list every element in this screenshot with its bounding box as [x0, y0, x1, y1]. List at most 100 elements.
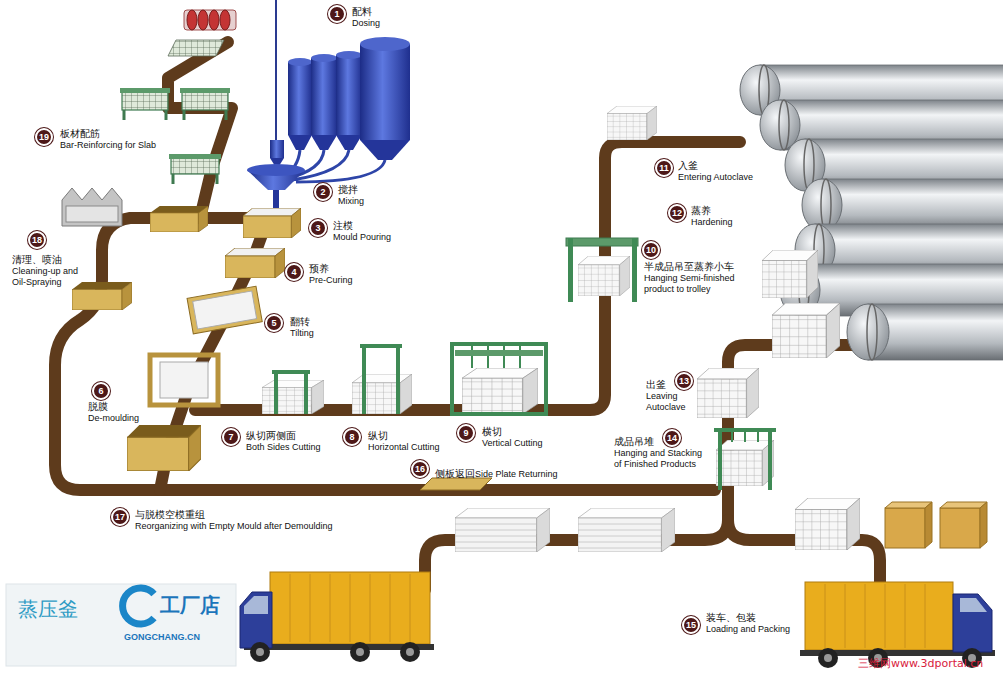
process-step: 3注模Mould Pouring [307, 217, 393, 245]
truck-part [818, 648, 838, 668]
packed-box-part [980, 502, 987, 548]
truck-part [256, 648, 264, 656]
truck-part [244, 596, 268, 614]
step-caption: 搅拌Mixing [338, 184, 364, 207]
step-name-en: Both Sides Cutting [246, 442, 321, 453]
callout-number: 2 [314, 183, 332, 201]
block-stack-part [714, 430, 776, 490]
rebar-coil-machine-part [198, 10, 208, 30]
block-stack-part [578, 508, 675, 552]
silo-group-part [311, 54, 337, 62]
silo-group [247, 0, 410, 208]
callout-number: 12 [668, 204, 686, 222]
mould [72, 206, 492, 490]
logo-text: 工厂店 [160, 594, 220, 617]
truck-part [250, 642, 270, 662]
mould-part [150, 355, 218, 405]
truck-part [356, 648, 364, 656]
autoclave-part [822, 179, 1003, 231]
truck-part [270, 572, 430, 644]
step-name-zh: 入釜 [678, 160, 753, 172]
step-name-en: Bar-Reinforcing for Slab [60, 140, 156, 151]
callout-number: 6 [92, 382, 110, 400]
step-caption: 纵切两侧面Both Sides Cutting [246, 430, 321, 453]
callout-number: 14 [663, 429, 681, 447]
silo-group-part [336, 55, 362, 135]
rebar-table-part [173, 174, 217, 184]
rebar-coil-machine-part [187, 10, 197, 30]
step-caption: 侧板返回Side Plate Returning [435, 463, 558, 481]
rebar-coil-machine-part [220, 10, 230, 30]
step-caption: 与脱模空模重组Reorganizing with Empty Mould aft… [135, 509, 333, 532]
watermark-url: 三维网www.3dportal.cn [858, 658, 983, 671]
gantry-crane-part [568, 238, 573, 302]
mould-part [160, 362, 208, 398]
packed-box-part [925, 502, 932, 548]
mould-part [127, 425, 201, 471]
callout-number: 5 [265, 314, 283, 332]
autoclave-part [867, 304, 877, 360]
cutting-machine-part [352, 374, 412, 414]
step-name-zh: 清理、喷油 [12, 254, 90, 266]
step-name-en: Hardening [691, 217, 733, 228]
silo-group-part [360, 37, 410, 51]
mould-part [225, 248, 285, 278]
silo-group-part [311, 135, 337, 150]
rebar-table-part [122, 92, 168, 110]
truck-part [805, 582, 953, 650]
step-caption: 入釜Entering Autoclave [678, 160, 753, 183]
step-caption: 半成品吊至蒸养小车Hanging Semi-finished product t… [644, 261, 756, 295]
watermark-panel-part [123, 588, 154, 624]
block-stack-part [716, 440, 774, 486]
silo-group-part [270, 140, 284, 158]
callout-number: 16 [411, 460, 429, 478]
callout-number: 13 [675, 372, 693, 390]
step-name-en: Vertical Cutting [482, 438, 543, 449]
process-step: 11 入釜Entering Autoclave [653, 157, 755, 185]
watermark-text: 蒸压釜 [18, 598, 78, 621]
callout-number: 1 [328, 5, 346, 23]
callout-number: 19 [35, 128, 53, 146]
step-caption: 成品吊堆Hanging and Stacking of Finished Pro… [614, 436, 708, 470]
block-stack-part [772, 303, 840, 358]
gantry-crane-part [566, 238, 638, 246]
step-caption: 蒸养Hardening [691, 205, 733, 228]
block-stack-part [697, 368, 759, 418]
silo-group-part [247, 164, 305, 176]
truck-part [953, 594, 992, 652]
step-caption: 注模Mould Pouring [333, 220, 391, 243]
silo-group-part [288, 62, 312, 135]
process-step: 6脱膜De-moulding [86, 380, 141, 426]
mould-part [72, 282, 132, 310]
truck-part [406, 648, 414, 656]
step-name-en: Reorganizing with Empty Mould after Demo… [135, 521, 333, 532]
process-step: 7纵切两侧面Both Sides Cutting [220, 426, 323, 455]
step-name-en: Hanging Semi-finished product to trolley [644, 273, 756, 295]
gantry-crane-part [607, 106, 657, 140]
step-caption: 清理、喷油Cleaning-up and Oil-Spraying [12, 254, 90, 288]
autoclave-part [760, 100, 800, 150]
step-name-en: Entering Autoclave [678, 172, 753, 183]
process-step: 10半成品吊至蒸养小车Hanging Semi-finished product… [640, 239, 758, 297]
silo-group-part [288, 58, 312, 66]
silo-group-part [336, 135, 362, 150]
process-step: 19板材配筋Bar-Reinforcing for Slab [33, 126, 158, 153]
step-caption: 预养Pre-Curing [309, 263, 353, 286]
mould-part [420, 478, 492, 490]
process-step: 14成品吊堆Hanging and Stacking of Finished P… [612, 427, 710, 472]
step-name-zh: 与脱模空模重组 [135, 509, 333, 521]
step-name-zh: 蒸养 [691, 205, 733, 217]
cutting-machine-part [262, 380, 324, 414]
autoclave-part [779, 100, 789, 150]
rebar-coil-machine [168, 10, 236, 56]
truck-part [240, 592, 272, 648]
mould-part-part [187, 286, 262, 334]
truck-part [350, 642, 370, 662]
gantry-crane-part [632, 238, 637, 302]
callout-number: 17 [111, 508, 129, 526]
block-stack-part [795, 498, 860, 550]
silo-group-part [273, 190, 279, 208]
callout-number: 11 [655, 159, 673, 177]
step-caption: 纵切Horizontal Cutting [368, 430, 440, 453]
